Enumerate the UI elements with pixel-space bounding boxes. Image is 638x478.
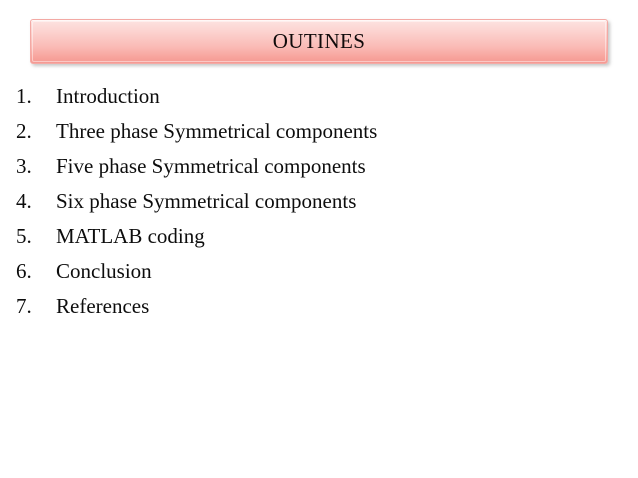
list-item: 5. MATLAB coding — [16, 224, 616, 259]
title-banner: OUTINES — [30, 19, 608, 64]
list-item: 2. Three phase Symmetrical components — [16, 119, 616, 154]
list-item-label: Six phase Symmetrical components — [56, 189, 357, 213]
list-item-number: 6. — [16, 259, 32, 283]
outline-list: 1. Introduction 2. Three phase Symmetric… — [16, 84, 616, 329]
list-item-number: 5. — [16, 224, 32, 248]
list-item-label: MATLAB coding — [56, 224, 205, 248]
list-item: 3. Five phase Symmetrical components — [16, 154, 616, 189]
list-item: 7. References — [16, 294, 616, 329]
list-item: 6. Conclusion — [16, 259, 616, 294]
list-item-label: Introduction — [56, 84, 160, 108]
list-item-number: 7. — [16, 294, 32, 318]
list-item-label: Conclusion — [56, 259, 152, 283]
list-item-number: 1. — [16, 84, 32, 108]
list-item-number: 3. — [16, 154, 32, 178]
list-item-number: 4. — [16, 189, 32, 213]
page-title: OUTINES — [272, 29, 366, 53]
list-item-number: 2. — [16, 119, 32, 143]
list-item-label: References — [56, 294, 150, 318]
list-item: 1. Introduction — [16, 84, 616, 119]
list-item-label: Three phase Symmetrical components — [56, 119, 378, 143]
list-item: 4. Six phase Symmetrical components — [16, 189, 616, 224]
list-item-label: Five phase Symmetrical components — [56, 154, 366, 178]
